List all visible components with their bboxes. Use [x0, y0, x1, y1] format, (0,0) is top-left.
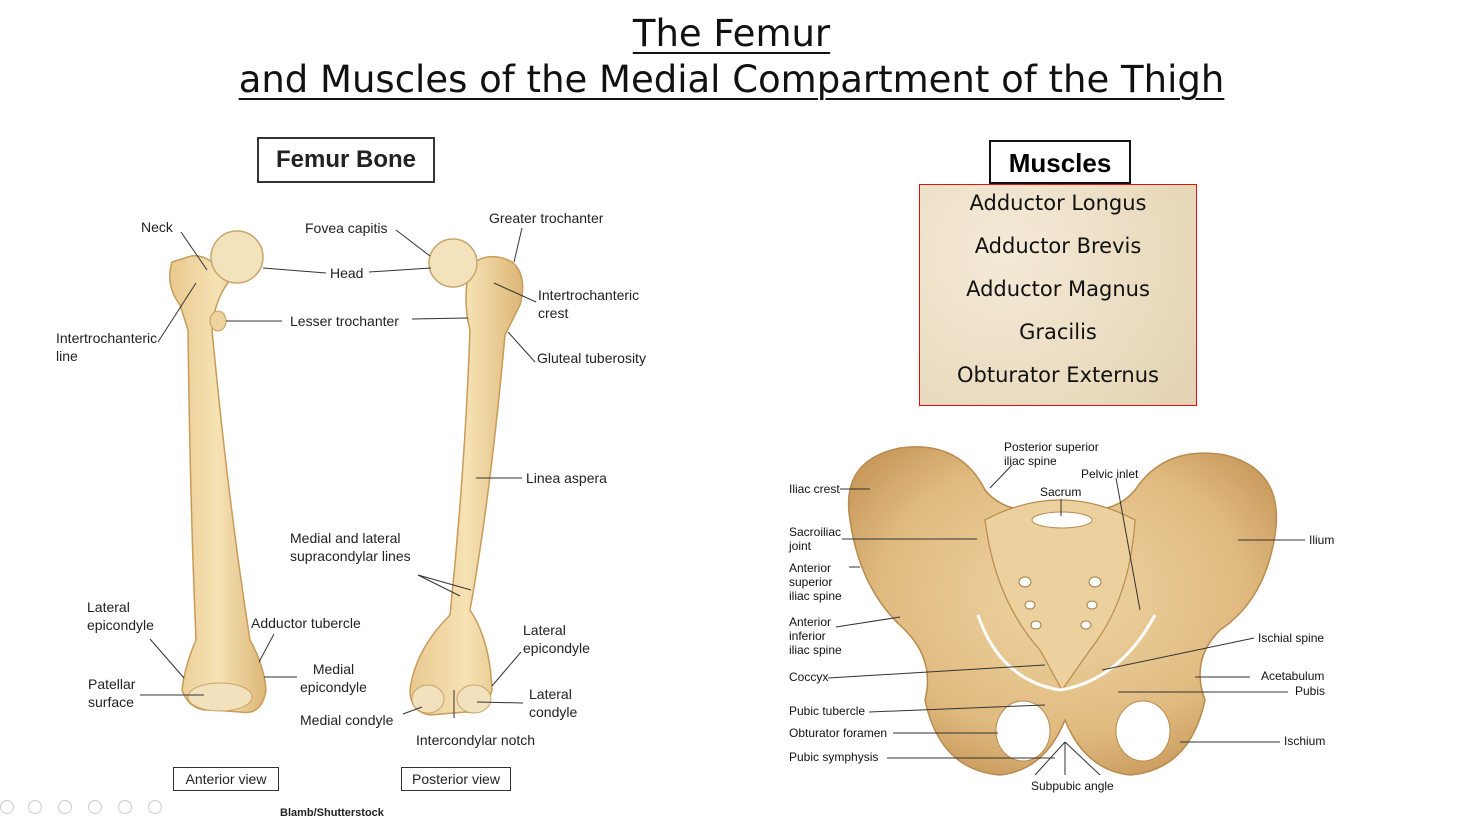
sacrum-shape: [984, 499, 1136, 692]
more-options-icon[interactable]: [148, 800, 162, 814]
label-fovea-capitis: Fovea capitis: [305, 220, 388, 236]
label-anterior-superior-iliac-spine: Anterior superior iliac spine: [789, 561, 842, 603]
label-medial-epicondyle: Medial epicondyle: [300, 661, 367, 695]
label-sacrum: Sacrum: [1040, 485, 1082, 499]
muscle-item: Obturator Externus: [957, 363, 1159, 387]
label-posterior-superior-iliac-spine: Posterior superior iliac spine: [1004, 440, 1099, 468]
label-sacroiliac-joint: Sacroiliac joint: [789, 525, 842, 553]
label-acetabulum: Acetabulum: [1261, 669, 1325, 683]
muscle-item: Gracilis: [1019, 320, 1097, 344]
label-anterior-inferior-iliac-spine: Anterior inferior iliac spine: [789, 615, 842, 657]
label-ischium: Ischium: [1284, 734, 1326, 748]
label-greater-trochanter: Greater trochanter: [489, 210, 604, 226]
slide-title-line1: The Femur: [632, 12, 831, 55]
muscle-list-panel: Adductor Longus Adductor Brevis Adductor…: [919, 184, 1197, 406]
femur-leader-lines: [140, 227, 537, 718]
label-medial-condyle: Medial condyle: [300, 712, 394, 728]
label-pubic-tubercle: Pubic tubercle: [789, 704, 866, 718]
anterior-view-label: Anterior view: [173, 767, 279, 791]
label-head: Head: [330, 265, 364, 281]
label-subpubic-angle: Subpubic angle: [1031, 779, 1114, 793]
slideshow-toolbar: [0, 800, 180, 817]
label-adductor-tubercle: Adductor tubercle: [251, 615, 361, 631]
label-pelvic-inlet: Pelvic inlet: [1081, 467, 1139, 481]
previous-slide-icon[interactable]: [0, 800, 14, 814]
label-patellar-surface: Patellar surface: [88, 676, 136, 710]
label-supracondylar-lines: Medial and lateral supracondylar lines: [290, 530, 411, 564]
label-neck: Neck: [141, 219, 173, 235]
label-obturator-foramen: Obturator foramen: [789, 726, 888, 740]
muscle-item: Adductor Magnus: [966, 277, 1150, 301]
label-intercondylar-notch: Intercondylar notch: [416, 732, 536, 748]
pelvis-leader-lines: [827, 464, 1305, 776]
posterior-femur-drawing: [409, 238, 524, 716]
label-intertrochanteric-crest: Intertrochanteric crest: [538, 287, 640, 321]
anterior-femur-drawing: [169, 230, 267, 714]
slide-title-line2: and Muscles of the Medial Compartment of…: [238, 58, 1225, 101]
label-intertrochanteric-line: Intertrochanteric line: [56, 330, 158, 364]
label-lateral-epicondyle-posterior: Lateral epicondyle: [523, 622, 590, 656]
pen-icon[interactable]: [28, 800, 42, 814]
muscle-item: Adductor Longus: [969, 191, 1147, 215]
femoral-head: [210, 230, 264, 284]
image-credit: Blamb/Shutterstock: [280, 807, 384, 819]
label-linea-aspera: Linea aspera: [526, 470, 607, 486]
muscles-heading: Muscles: [989, 140, 1131, 184]
label-pubic-symphysis: Pubic symphysis: [789, 750, 879, 764]
femur-bone-heading: Femur Bone: [257, 137, 435, 183]
posterior-view-label: Posterior view: [401, 767, 511, 791]
label-ischial-spine: Ischial spine: [1258, 631, 1325, 645]
muscle-item: Adductor Brevis: [974, 234, 1142, 258]
label-lateral-epicondyle-anterior: Lateral epicondyle: [87, 599, 154, 633]
label-lesser-trochanter: Lesser trochanter: [290, 313, 399, 329]
zoom-icon[interactable]: [88, 800, 102, 814]
slides-grid-icon[interactable]: [58, 800, 72, 814]
label-lateral-condyle: Lateral condyle: [529, 686, 578, 720]
label-coccyx: Coccyx: [789, 670, 829, 684]
label-gluteal-tuberosity: Gluteal tuberosity: [537, 350, 646, 366]
subtitles-icon[interactable]: [118, 800, 132, 814]
label-ilium: Ilium: [1309, 533, 1335, 547]
pelvis-drawing: [847, 446, 1278, 776]
label-pubis: Pubis: [1295, 684, 1326, 698]
label-iliac-crest: Iliac crest: [789, 482, 840, 496]
